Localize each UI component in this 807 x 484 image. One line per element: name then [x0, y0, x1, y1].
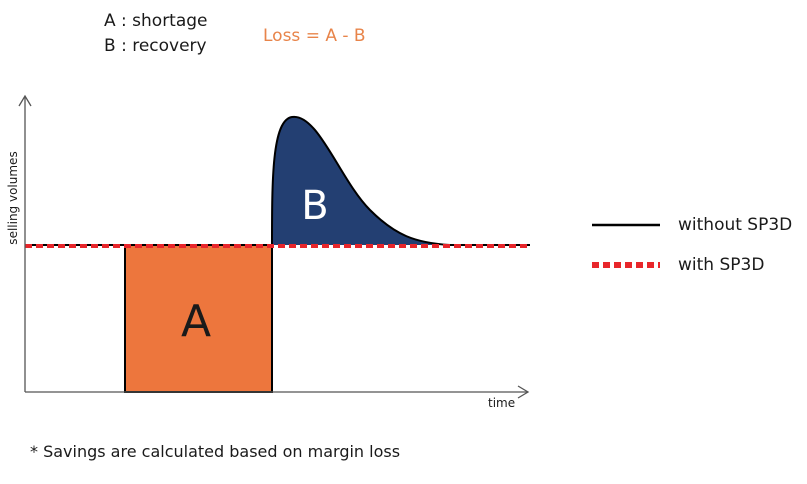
y-axis-arrowhead	[18, 94, 32, 107]
legend-without-label: without SP3D	[678, 215, 792, 235]
region-a-label: A	[181, 296, 211, 347]
x-axis-arrowhead	[517, 385, 530, 399]
without-sp3d-line	[25, 115, 530, 393]
footnote: * Savings are calculated based on margin…	[30, 442, 400, 461]
region-b-recovery	[272, 116, 450, 245]
region-a-shortage	[124, 244, 273, 393]
x-axis-label: time	[488, 396, 515, 410]
definition-a: A : shortage	[104, 11, 208, 31]
definition-b: B : recovery	[104, 36, 207, 56]
loss-formula: Loss = A - B	[263, 26, 366, 46]
region-b-label: B	[301, 183, 328, 229]
legend-with-label: with SP3D	[678, 255, 764, 275]
y-axis-label: selling volumes	[6, 151, 20, 244]
